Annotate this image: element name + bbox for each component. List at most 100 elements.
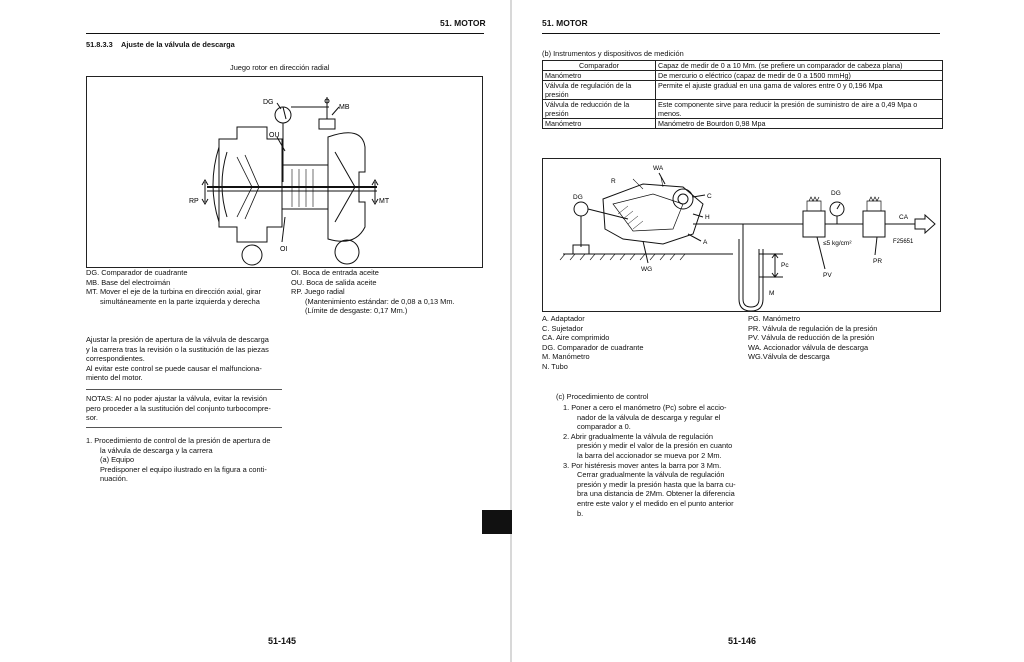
table-cell: Manómetro xyxy=(542,70,656,81)
intro-line: miento del motor. xyxy=(86,373,143,383)
fig-label-pc: Pc xyxy=(781,262,789,269)
fig-code: F25651 xyxy=(893,239,914,245)
table-cell: Válvula de regulación de la presión xyxy=(542,80,656,100)
legend-item: OI. Boca de entrada aceite xyxy=(291,268,379,277)
table-cell: Manómetro de Bourdon 0,98 Mpa xyxy=(655,118,943,129)
fig-label-ca: CA xyxy=(899,214,909,221)
table-cell: Este componente sirve para reducir la pr… xyxy=(655,99,943,119)
table-row: Manómetro Manómetro de Bourdon 0,98 Mpa xyxy=(542,118,943,129)
legend-item: CA. Aire comprimido xyxy=(542,333,610,343)
notes-line: sor. xyxy=(86,413,98,423)
fig-label-a: A xyxy=(703,239,708,246)
table-row: Comparador Capaz de medir de 0 a 10 Mm. … xyxy=(542,60,943,71)
notes-bottom-rule xyxy=(86,427,282,428)
label-mb: MB xyxy=(339,104,350,111)
legend-item: MB. Base del electroimán xyxy=(86,277,171,287)
legend-item: PR. Válvula de regulación de la presión xyxy=(748,323,878,333)
left-header-rule xyxy=(86,33,484,34)
fig-label-m: M xyxy=(769,290,774,297)
left-legend-col2: OI. Boca de entrada aceite OU. Boca de s… xyxy=(291,268,486,316)
legend-item: DG. Comparador de cuadrante xyxy=(86,268,188,277)
wastegate-test-figure: WA R DG C H A WG Pc M PV PR CA DG ≤5 kg/… xyxy=(542,158,941,312)
legend-item: M. Manómetro xyxy=(542,352,590,362)
procedure-line: nuación. xyxy=(100,474,128,484)
label-rp: RP xyxy=(189,198,199,205)
procedure-line: 1. Procedimiento de control de la presió… xyxy=(86,436,271,445)
notes-line: pero proceder a la sustitución del conju… xyxy=(86,403,271,413)
section-title: Ajuste de la válvula de descarga xyxy=(121,40,235,49)
control-line: bra una distancia de 2Mm. Obtener la dif… xyxy=(577,489,735,499)
right-page-header: 51. MOTOR xyxy=(542,18,588,28)
fig-label-h: H xyxy=(705,214,710,221)
notes-paragraph: NOTAS: Al no poder ajustar la válvula, e… xyxy=(86,394,286,423)
instruments-table: Comparador Capaz de medir de 0 a 10 Mm. … xyxy=(542,60,943,129)
table-cell: De mercurio o eléctrico (capaz de medir … xyxy=(655,70,943,81)
table-row: Válvula de regulación de la presión Perm… xyxy=(542,80,943,100)
legend-item: (Mantenimiento estándar: de 0,08 a 0,13 … xyxy=(305,296,455,306)
intro-line: correspondientes. xyxy=(86,354,145,364)
control-procedure: 1. Poner a cero el manómetro (Pc) sobre … xyxy=(563,403,741,518)
fig-label-pv: PV xyxy=(823,272,832,279)
control-line: entre este valor y el medido en el punto… xyxy=(577,498,734,508)
fig-label-pressure: ≤5 kg/cm² xyxy=(823,240,852,247)
legend-item: OU. Boca de salida aceite xyxy=(291,277,377,287)
label-ou: OU xyxy=(269,132,280,139)
procedure-line: (a) Equipo xyxy=(100,455,135,465)
table-row: Válvula de reducción de la presión Este … xyxy=(542,99,943,119)
legend-item: (Límite de desgaste: 0,17 Mm.) xyxy=(305,306,408,316)
control-line: b. xyxy=(577,508,584,518)
turbo-figure: DG MB OU RP MT OI xyxy=(86,76,483,268)
right-legend-col1: A. Adaptador C. Sujetador CA. Aire compr… xyxy=(542,314,742,372)
intro-line: Al evitar este control se puede causar e… xyxy=(86,363,262,373)
fig-label-pr: PR xyxy=(873,258,882,265)
intro-paragraph: Ajustar la presión de apertura de la vál… xyxy=(86,335,286,383)
right-legend-col2: PG. Manómetro PR. Válvula de regulación … xyxy=(748,314,938,362)
control-line: nador de la válvula de descarga y regula… xyxy=(577,412,721,422)
figure-caption: Juego rotor en dirección radial xyxy=(230,63,330,72)
control-line: presión y medir el valor de la presión e… xyxy=(577,441,733,451)
legend-item: A. Adaptador xyxy=(542,314,585,323)
turbocharger-drawing: DG MB OU RP MT OI xyxy=(189,97,390,266)
notes-top-rule xyxy=(86,389,282,390)
table-cell: Manómetro xyxy=(542,118,656,129)
fig-label-dg-left: DG xyxy=(573,194,583,201)
fig-label-wa: WA xyxy=(653,165,664,172)
left-legend-col1: DG. Comparador de cuadrante MB. Base del… xyxy=(86,268,286,306)
right-page-number: 51-146 xyxy=(728,636,757,646)
table-row: Manómetro De mercurio o eléctrico (capaz… xyxy=(542,70,943,81)
table-cell: Permite el ajuste gradual en una gama de… xyxy=(655,80,943,100)
procedure-line: Predisponer el equipo ilustrado en la fi… xyxy=(100,464,267,474)
legend-item: N. Tubo xyxy=(542,361,568,371)
label-dg: DG xyxy=(263,99,274,106)
label-mt: MT xyxy=(379,198,390,205)
table-cell: Válvula de reducción de la presión xyxy=(542,99,656,119)
label-oi: OI xyxy=(280,246,287,253)
legend-item: simultáneamente en la parte izquierda y … xyxy=(100,296,260,306)
control-line: la barra del accionador se mueva por 2 M… xyxy=(577,450,722,460)
fig-label-c: C xyxy=(707,193,712,200)
fig-label-dg-right: DG xyxy=(831,190,841,197)
page-gutter xyxy=(510,0,512,662)
control-title: (c) Procedimiento de control xyxy=(556,392,649,401)
notes-line: NOTAS: Al no poder ajustar la válvula, e… xyxy=(86,394,268,403)
legend-item: DG. Comparador de cuadrante xyxy=(542,342,644,352)
table-cell: Capaz de medir de 0 a 10 Mm. (se prefier… xyxy=(655,60,943,71)
left-page-header: 51. MOTOR xyxy=(440,18,486,28)
control-line: comparador a 0. xyxy=(577,422,631,432)
wastegate-test-drawing: WA R DG C H A WG Pc M PV PR CA DG ≤5 kg/… xyxy=(559,165,936,312)
left-page-number: 51-145 xyxy=(268,636,297,646)
procedure-paragraph: 1. Procedimiento de control de la presió… xyxy=(86,436,286,484)
control-line: Cerrar gradualmente la válvula de regula… xyxy=(577,470,725,480)
legend-item: PV. Válvula de reducción de la presión xyxy=(748,333,875,343)
legend-item: RP. Juego radial xyxy=(291,287,345,297)
legend-item: MT. Mover el eje de la turbina en direcc… xyxy=(86,287,261,297)
fig-label-wg: WG xyxy=(641,266,652,273)
legend-item: WA. Accionador válvula de descarga xyxy=(748,342,869,352)
right-header-rule xyxy=(542,33,940,34)
procedure-line: la válvula de descarga y la carrera xyxy=(100,445,213,455)
intro-line: y la carrera tras la revisión o la susti… xyxy=(86,344,269,354)
instruments-title: (b) Instrumentos y dispositivos de medic… xyxy=(542,49,684,58)
table-cell: Comparador xyxy=(542,60,656,71)
fig-label-r: R xyxy=(611,178,616,185)
control-line: 3. Por histéresis mover antes la barra p… xyxy=(563,460,722,470)
